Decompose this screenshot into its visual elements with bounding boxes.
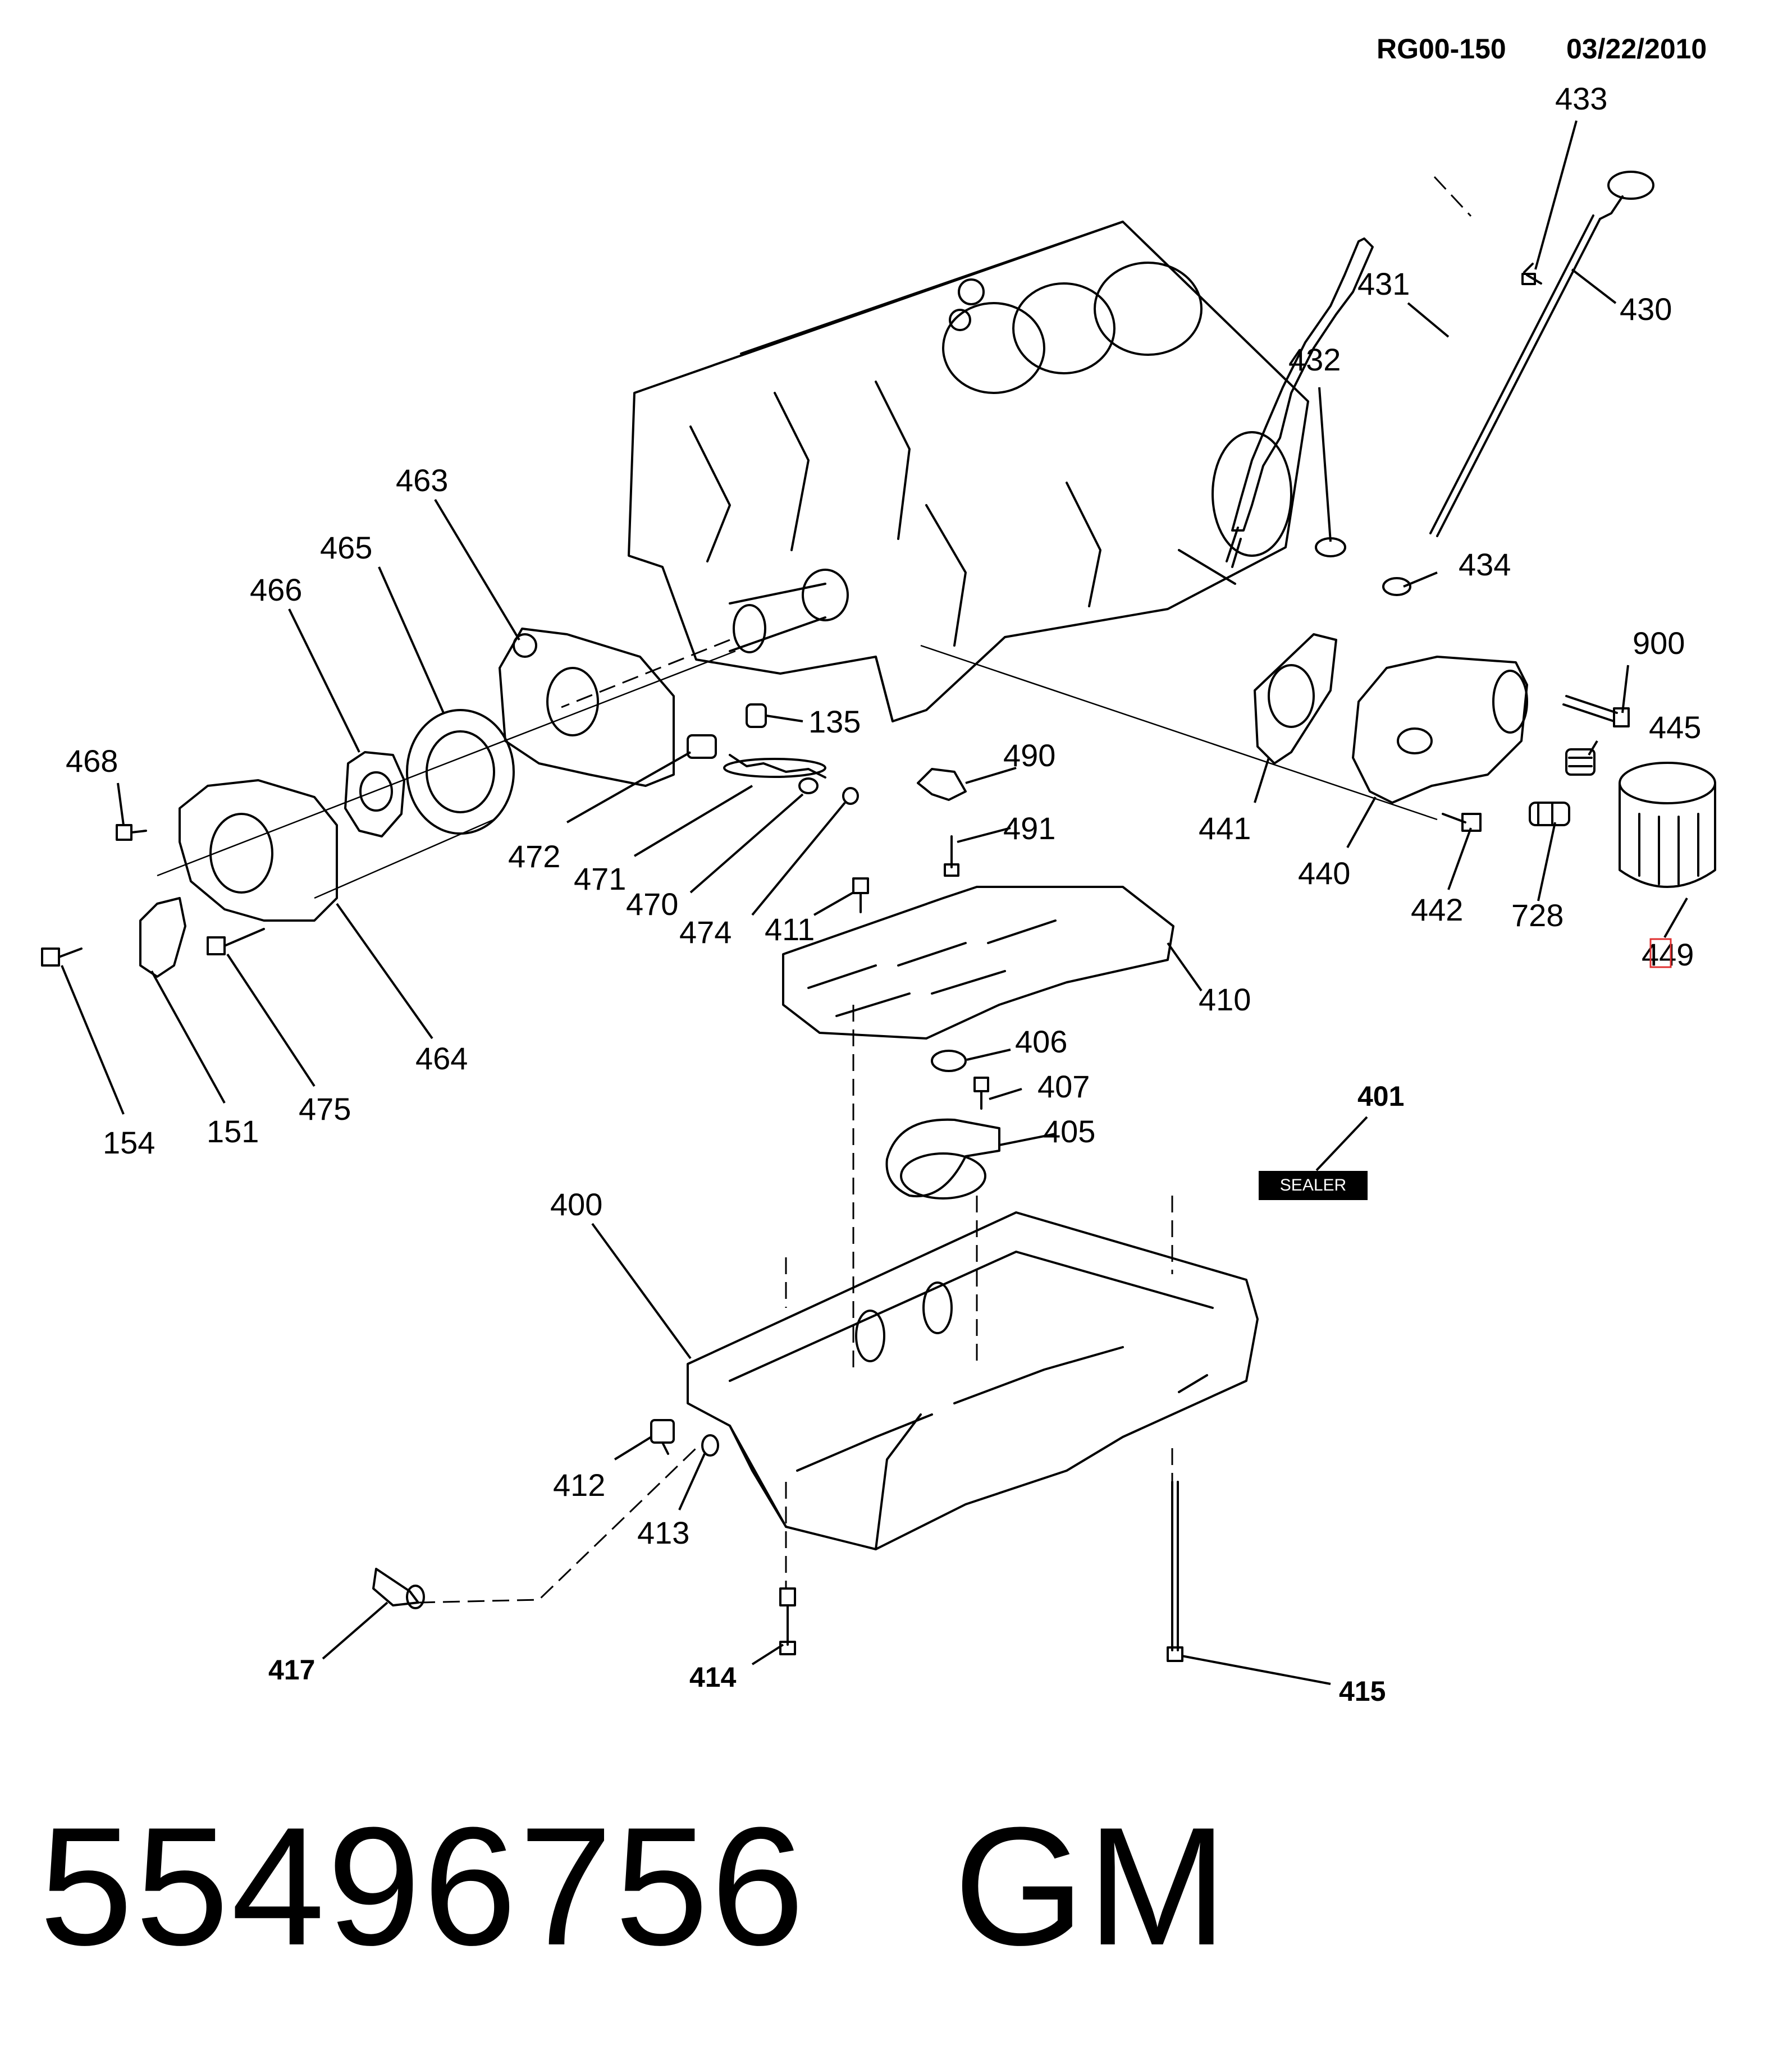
bolt-491 [944, 835, 959, 877]
bolt-475 [207, 928, 265, 955]
drain-plug [650, 1419, 675, 1455]
callout-412: 412 [553, 1467, 605, 1503]
snap-ring-474 [842, 787, 859, 805]
dipstick-tube [1226, 237, 1374, 568]
callout-401: 401 [1357, 1081, 1404, 1112]
washer-413 [701, 1434, 719, 1457]
callout-430: 430 [1620, 291, 1672, 327]
callout-407: 407 [1037, 1069, 1090, 1104]
relief-valve [687, 734, 717, 759]
diagram-id: RG00-150 [1377, 33, 1506, 65]
bolt-415 [1167, 1481, 1183, 1662]
engine-block [628, 221, 1309, 722]
sensor-728 [1529, 802, 1570, 826]
callout-728: 728 [1511, 898, 1564, 933]
bolt-154 [41, 947, 83, 967]
callout-410: 410 [1199, 982, 1251, 1017]
baffle-410 [782, 886, 1174, 1040]
seal-434 [1382, 577, 1411, 596]
callout-415: 415 [1339, 1676, 1386, 1707]
callout-491: 491 [1003, 811, 1055, 846]
callout-431: 431 [1357, 266, 1410, 301]
axis-lines [157, 644, 1438, 899]
callout-474: 474 [679, 914, 732, 950]
callout-434: 434 [1459, 547, 1511, 582]
gasket-441 [1254, 633, 1337, 765]
callout-414: 414 [689, 1661, 737, 1693]
callout-471: 471 [574, 861, 626, 896]
bolt-414 [779, 1587, 796, 1655]
callout-406: 406 [1015, 1024, 1067, 1059]
bolt-407 [973, 1077, 989, 1110]
pump-cover [179, 779, 338, 922]
bolt-468 [116, 824, 147, 841]
callout-464: 464 [415, 1041, 468, 1076]
callout-445: 445 [1649, 709, 1701, 745]
callout-154: 154 [103, 1125, 155, 1160]
bolt-900 [1562, 695, 1630, 727]
callout-411: 411 [765, 912, 815, 947]
callout-465: 465 [320, 530, 372, 565]
bracket-151 [139, 897, 186, 978]
callout-900: 900 [1633, 625, 1685, 661]
front-cover [499, 628, 675, 787]
part-footer: 55496756 GM [39, 1802, 1229, 1970]
diagram-date: 03/22/2010 [1566, 33, 1707, 65]
callout-466: 466 [250, 572, 302, 607]
part-number: 55496756 [39, 1792, 807, 1980]
callout-449-highlight [1649, 938, 1672, 968]
sealer-label: SEALER [1259, 1171, 1368, 1200]
oil-filter-adapter [1352, 656, 1528, 804]
callout-490: 490 [1003, 738, 1055, 773]
seal-406 [931, 1050, 967, 1072]
callout-151: 151 [207, 1114, 259, 1149]
callout-475: 475 [299, 1091, 351, 1127]
relief-spring [723, 754, 826, 779]
oil-filter [1619, 762, 1716, 888]
callout-432: 432 [1288, 342, 1341, 377]
dipstick [1429, 171, 1654, 537]
bolt-442 [1442, 813, 1482, 832]
alignment-lines [418, 176, 1472, 1604]
washer-470 [798, 777, 819, 794]
bolt-411 [852, 877, 869, 913]
callout-433: 433 [1555, 81, 1607, 116]
callout-400: 400 [550, 1187, 602, 1222]
callout-468: 468 [66, 743, 118, 779]
callout-405: 405 [1043, 1114, 1095, 1149]
callout-442: 442 [1411, 892, 1463, 927]
plug-417 [372, 1568, 425, 1609]
callout-441: 441 [1199, 811, 1251, 846]
brand: GM [953, 1792, 1230, 1980]
callout-440: 440 [1298, 855, 1350, 891]
callout-463: 463 [396, 463, 448, 498]
leader-lines [61, 120, 1688, 1685]
callout-470: 470 [626, 886, 678, 922]
oil-pan [687, 1211, 1259, 1550]
dowel-135 [746, 703, 767, 728]
callout-413: 413 [637, 1515, 689, 1550]
fitting-445 [1565, 748, 1596, 776]
inner-rotor [344, 751, 405, 837]
clip-490 [917, 768, 967, 801]
callout-135: 135 [808, 704, 861, 739]
bolt-433 [1521, 263, 1542, 285]
callout-417: 417 [268, 1654, 315, 1686]
oil-pickup [885, 1118, 1000, 1200]
callout-472: 472 [508, 839, 560, 874]
